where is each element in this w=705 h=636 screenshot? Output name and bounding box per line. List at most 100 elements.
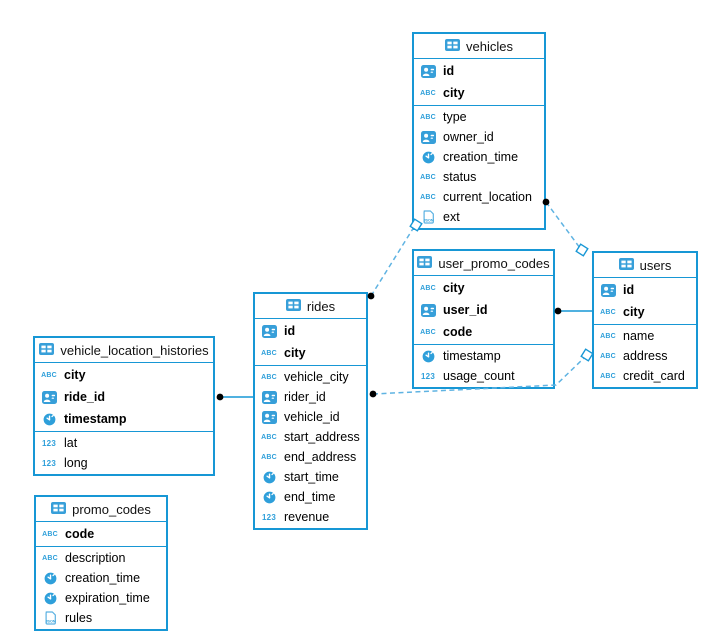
column-row-credit_card[interactable]: ABC credit_card: [594, 366, 696, 386]
column-label: address: [623, 348, 668, 363]
column-row-name[interactable]: ABC name: [594, 326, 696, 346]
text-icon: ABC: [261, 349, 277, 357]
id-icon: [259, 390, 279, 404]
table-name: promo_codes: [72, 501, 151, 517]
text-icon: ABC: [600, 352, 616, 360]
column-row-id[interactable]: id: [255, 320, 366, 342]
column-row-ride_id[interactable]: ride_id: [35, 386, 213, 408]
column-label: rules: [65, 610, 93, 625]
column-label: user_id: [443, 302, 488, 317]
column-label: id: [284, 323, 296, 338]
column-row-type[interactable]: ABC type: [414, 107, 544, 127]
number-icon: 123: [42, 438, 56, 448]
table-header[interactable]: promo_codes: [36, 497, 166, 522]
column-label: vehicle_city: [284, 369, 349, 384]
column-row-timestamp[interactable]: timestamp: [414, 346, 553, 366]
column-row-end_time[interactable]: end_time: [255, 487, 366, 507]
text-icon: ABC: [600, 332, 616, 340]
column-row-timestamp[interactable]: timestamp: [35, 408, 213, 430]
column-label: ext: [443, 209, 460, 224]
column-row-start_time[interactable]: start_time: [255, 467, 366, 487]
column-row-address[interactable]: ABC address: [594, 346, 696, 366]
column-row-rider_id[interactable]: rider_id: [255, 387, 366, 407]
table-icon: [445, 38, 461, 54]
table-icon: [618, 257, 634, 273]
text-icon: ABC: [42, 554, 58, 562]
column-label: city: [284, 345, 306, 360]
column-row-user_id[interactable]: user_id: [414, 299, 553, 321]
column-row-description[interactable]: ABC description: [36, 548, 166, 568]
id-icon: [418, 64, 438, 78]
relationship-dot-marker: [216, 393, 224, 401]
table-header[interactable]: user_promo_codes: [414, 251, 553, 276]
table-header[interactable]: vehicles: [414, 34, 544, 59]
id-icon: [598, 283, 618, 297]
table-name: users: [639, 257, 672, 273]
table-header[interactable]: users: [594, 253, 696, 278]
table-name: rides: [306, 298, 336, 314]
time-icon: [259, 491, 279, 504]
column-label: description: [65, 550, 126, 565]
text-icon: ABC: [420, 113, 436, 121]
column-label: name: [623, 328, 655, 343]
table-name: vehicles: [466, 38, 513, 54]
column-row-owner_id[interactable]: owner_id: [414, 127, 544, 147]
table-icon: [417, 255, 433, 271]
column-row-expiration_time[interactable]: expiration_time: [36, 588, 166, 608]
column-label: credit_card: [623, 368, 685, 383]
relationship-line: [545, 201, 581, 249]
text-icon: ABC: [261, 453, 277, 461]
column-row-creation_time[interactable]: creation_time: [414, 147, 544, 167]
column-row-id[interactable]: id: [594, 279, 696, 301]
column-row-city[interactable]: ABC city: [255, 342, 366, 364]
column-label: creation_time: [443, 149, 519, 164]
relationship-vehicles-to-users: [542, 198, 589, 257]
column-row-id[interactable]: id: [414, 60, 544, 82]
relationship-square-marker: [575, 243, 589, 257]
column-label: code: [443, 324, 473, 339]
text-icon: ABC: [600, 372, 616, 380]
column-label: current_location: [443, 189, 532, 204]
time-icon: [40, 572, 60, 585]
table-header[interactable]: rides: [255, 294, 366, 319]
text-icon: ABC: [41, 371, 57, 379]
number-icon: 123: [42, 458, 56, 468]
text-icon: ABC: [42, 530, 58, 538]
column-label: type: [443, 109, 467, 124]
time-icon: [40, 592, 60, 605]
column-label: id: [623, 282, 635, 297]
column-label: usage_count: [443, 368, 515, 383]
column-row-creation_time[interactable]: creation_time: [36, 568, 166, 588]
table-header[interactable]: vehicle_location_histories: [35, 338, 213, 363]
column-row-vehicle_id[interactable]: vehicle_id: [255, 407, 366, 427]
column-label: revenue: [284, 509, 330, 524]
